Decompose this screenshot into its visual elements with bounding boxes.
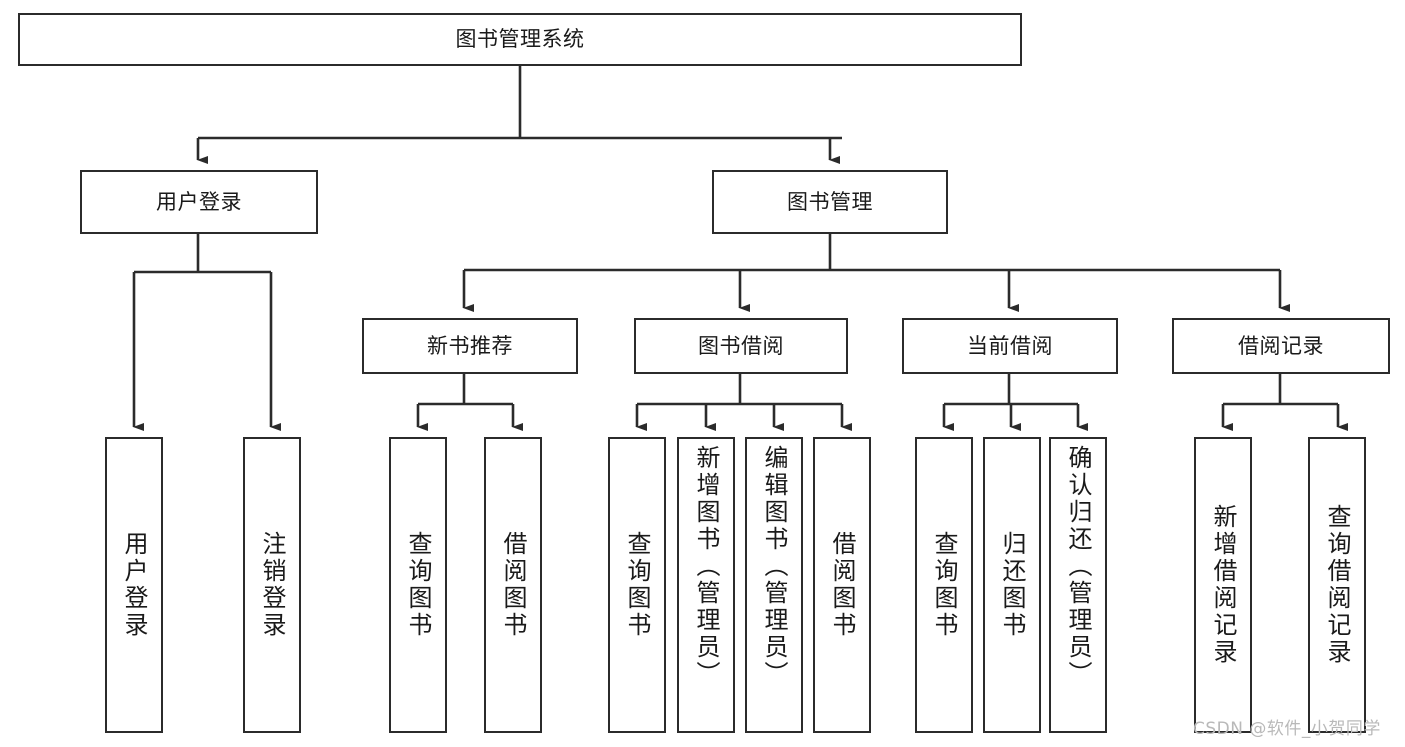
node-new-book-recommendation[interactable]: 新书推荐 (362, 318, 578, 374)
csdn-watermark: CSDN @软件_小贺同学 (1193, 719, 1381, 739)
node-label: 图书借阅 (698, 333, 784, 358)
node-label: 归还图书 (998, 531, 1026, 639)
node-borrowing-records[interactable]: 借阅记录 (1172, 318, 1390, 374)
node-current-borrowing[interactable]: 当前借阅 (902, 318, 1118, 374)
node-book-management[interactable]: 图书管理 (712, 170, 948, 234)
node-label: 新书推荐 (427, 333, 513, 358)
node-leaf-query-book-current[interactable]: 查询图书 (915, 437, 973, 733)
node-label: 新增图书（管理员） (692, 445, 720, 688)
node-label: 查询图书 (404, 531, 432, 639)
node-label: 图书管理系统 (455, 27, 585, 52)
node-label: 编辑图书（管理员） (760, 445, 788, 688)
node-label: 注销登录 (258, 531, 286, 639)
node-leaf-query-book-newbook[interactable]: 查询图书 (389, 437, 447, 733)
node-leaf-return-book[interactable]: 归还图书 (983, 437, 1041, 733)
node-book-borrowing[interactable]: 图书借阅 (634, 318, 848, 374)
node-label: 当前借阅 (967, 333, 1053, 358)
node-leaf-query-book-borrow[interactable]: 查询图书 (608, 437, 666, 733)
node-label: 查询图书 (623, 531, 651, 639)
node-label: 查询借阅记录 (1323, 504, 1351, 666)
node-leaf-logout[interactable]: 注销登录 (243, 437, 301, 733)
node-label: 图书管理 (787, 189, 873, 214)
node-root-book-management-system[interactable]: 图书管理系统 (18, 13, 1022, 66)
node-label: 用户登录 (156, 189, 242, 214)
node-leaf-query-borrow-record[interactable]: 查询借阅记录 (1308, 437, 1366, 733)
node-label: 确认归还（管理员） (1064, 445, 1092, 688)
node-leaf-user-login[interactable]: 用户登录 (105, 437, 163, 733)
node-label: 查询图书 (930, 531, 958, 639)
node-label: 借阅图书 (499, 531, 527, 639)
node-label: 借阅图书 (828, 531, 856, 639)
node-leaf-confirm-return-admin[interactable]: 确认归还（管理员） (1049, 437, 1107, 733)
node-user-login[interactable]: 用户登录 (80, 170, 318, 234)
node-leaf-edit-book-admin[interactable]: 编辑图书（管理员） (745, 437, 803, 733)
node-leaf-borrow-book-newbook[interactable]: 借阅图书 (484, 437, 542, 733)
node-leaf-add-book-admin[interactable]: 新增图书（管理员） (677, 437, 735, 733)
node-label: 借阅记录 (1238, 333, 1324, 358)
node-label: 用户登录 (120, 531, 148, 639)
node-leaf-borrow-book[interactable]: 借阅图书 (813, 437, 871, 733)
node-label: 新增借阅记录 (1209, 504, 1237, 666)
node-leaf-add-borrow-record[interactable]: 新增借阅记录 (1194, 437, 1252, 733)
